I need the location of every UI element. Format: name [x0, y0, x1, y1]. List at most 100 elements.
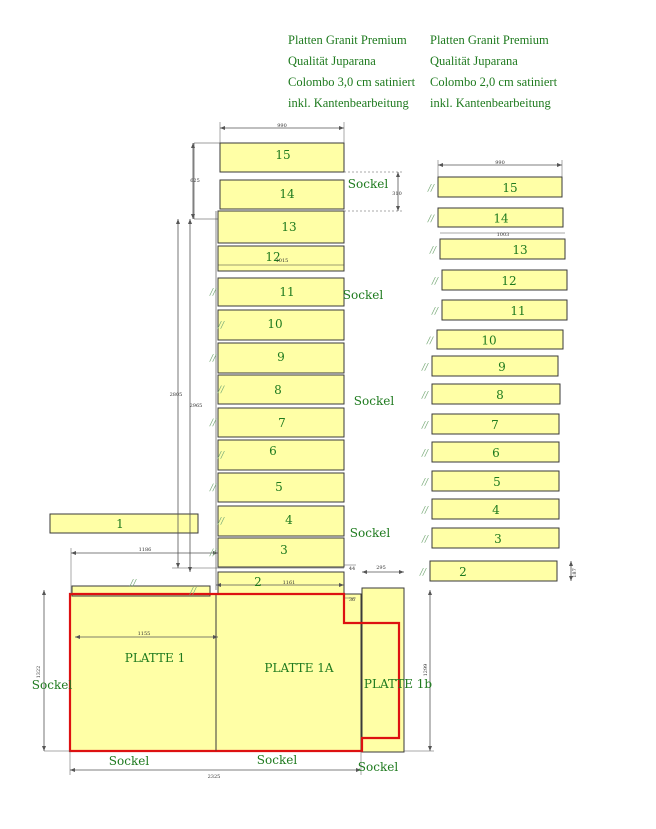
edge-mark: // — [426, 337, 434, 347]
slabs-layer — [49, 142, 568, 753]
dim-right-2-arrow-start — [569, 561, 573, 566]
slab-number-left: 10 — [267, 317, 282, 331]
header-line: Platten Granit Premium — [288, 33, 407, 47]
stair-slab-right — [431, 527, 560, 549]
dim-1322-arrow-start — [42, 590, 46, 595]
dim-label: 2325 — [208, 774, 221, 780]
header-line: inkl. Kantenbearbeitung — [430, 96, 551, 110]
edge-mark: // — [427, 215, 435, 225]
slab-number-right: 4 — [492, 503, 500, 517]
edge-mark: // — [209, 288, 217, 298]
plate-label: PLATTE 1A — [264, 661, 333, 675]
slab-number-right: 5 — [493, 475, 501, 489]
stair-slab-right — [437, 176, 563, 198]
dim-label: 990 — [495, 160, 505, 166]
dim-295-arrow-start — [362, 570, 367, 574]
edge-mark: // — [419, 568, 427, 578]
stair-slab-left — [217, 571, 345, 595]
slab-number-right: 8 — [496, 388, 504, 402]
edge-mark: // — [209, 549, 217, 559]
header-line: Colombo 3,0 cm satiniert — [288, 75, 416, 89]
dim-1186-arrow-end — [213, 551, 218, 555]
header-line: inkl. Kantenbearbeitung — [288, 96, 409, 110]
slab-number-left: 8 — [274, 383, 282, 397]
slab-1 — [49, 513, 199, 534]
sockel-label: Sockel — [348, 177, 389, 191]
edge-mark: // — [217, 386, 225, 396]
header-line: Qualität Juparana — [430, 54, 518, 68]
dim-1299-arrow-end — [428, 746, 432, 751]
dim-1299-arrow-start — [428, 590, 432, 595]
dim-1155-arrow-end — [213, 635, 218, 639]
dim-label: 36 — [349, 597, 355, 603]
slab-number-left: 7 — [278, 416, 286, 430]
slab-number-right: 13 — [512, 243, 527, 257]
stair-slab-right — [431, 413, 560, 435]
stair-slab-right — [441, 269, 568, 291]
labels-layer: 1514131211//10//9//8//7//6//5//4//3//299… — [32, 123, 578, 780]
edge-mark: // — [427, 184, 435, 194]
slab-number-right: 3 — [494, 532, 502, 546]
dim-h2-arrow-end — [396, 206, 400, 211]
edge-mark: // — [209, 354, 217, 364]
stair-slab-right — [431, 355, 559, 377]
slab-number-left: 11 — [279, 285, 294, 299]
sockel-label: Sockel — [354, 394, 395, 408]
slab-number-left: 9 — [277, 350, 285, 364]
edge-mark: // — [217, 321, 225, 331]
slab-number-left: 3 — [280, 543, 288, 557]
stair-slab-left — [217, 342, 345, 374]
stair-slab-right — [429, 560, 558, 582]
dim-v2-arrow-start — [188, 219, 192, 224]
edge-mark: // — [429, 246, 437, 256]
stair-slab-left — [217, 309, 345, 341]
slab-number-left: 5 — [275, 480, 283, 494]
dim-label: 310 — [392, 191, 402, 197]
plate-1-main — [69, 593, 219, 752]
dim-label: 1003 — [497, 232, 510, 238]
header-col-1: Platten Granit Premium Qualität Juparana… — [288, 30, 415, 114]
sockel-label: Sockel — [343, 288, 384, 302]
stair-slab-left — [217, 472, 345, 503]
stair-slab-right — [431, 441, 560, 463]
header-line: Colombo 2,0 cm satiniert — [430, 75, 558, 89]
dim-right-2-arrow-end — [569, 576, 573, 581]
sockel-label: Sockel — [350, 526, 391, 540]
slab-number-right: 14 — [493, 212, 509, 226]
slab-number-right: 12 — [501, 274, 516, 288]
edge-mark: // — [129, 579, 137, 589]
stair-slab-right — [439, 238, 566, 260]
slab-number-right: 15 — [502, 181, 517, 195]
edge-mark: // — [421, 421, 429, 431]
dim-label: 2965 — [190, 403, 203, 409]
dim-top-left-arrow-end — [339, 126, 344, 130]
plate-1a — [215, 593, 362, 752]
edge-mark: // — [189, 587, 197, 597]
edge-mark: // — [431, 277, 439, 287]
stair-slab-left — [217, 505, 345, 537]
edge-mark: // — [421, 449, 429, 459]
dim-label: 295 — [376, 565, 386, 571]
stair-slab-right — [431, 383, 561, 405]
dim-1322-arrow-end — [42, 746, 46, 751]
dim-1186-arrow-start — [71, 551, 76, 555]
sockel-label: Sockel — [358, 760, 399, 774]
edge-mark: // — [209, 419, 217, 429]
dim-label: 990 — [277, 123, 287, 129]
slab-number-right: 2 — [459, 565, 467, 579]
dim-label: 1155 — [138, 631, 151, 637]
dim-top-right-arrow-end — [557, 163, 562, 167]
dim-label: 1299 — [423, 664, 429, 677]
dim-v1-arrow-end — [176, 563, 180, 568]
slab-number-left: 13 — [281, 220, 296, 234]
dim-label: 44 — [349, 566, 355, 572]
dim-top-right-arrow-start — [438, 163, 443, 167]
stair-slab-left — [217, 374, 345, 405]
stair-slab-left — [217, 439, 345, 471]
stair-slab-right — [431, 470, 560, 492]
stair-slab-left — [217, 277, 345, 307]
slab-number-left: 4 — [285, 513, 293, 527]
edge-mark: // — [209, 484, 217, 494]
sockel-label: Sockel — [32, 678, 73, 692]
dim-label: 1322 — [36, 666, 42, 679]
